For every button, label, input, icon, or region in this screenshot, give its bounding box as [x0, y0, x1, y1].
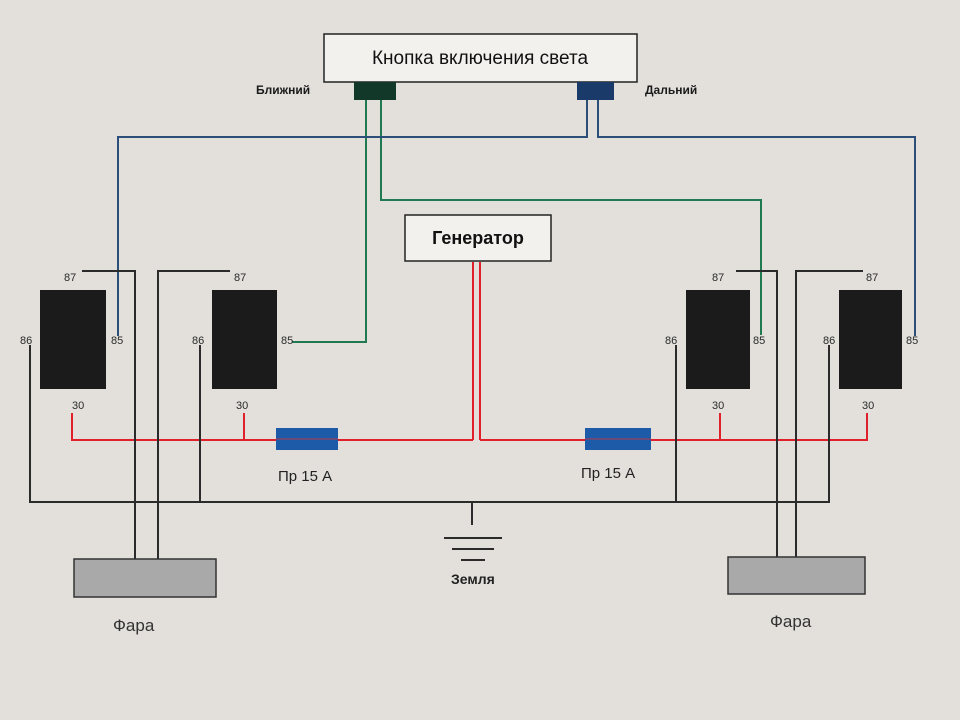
relay-2-pin-86: 86: [192, 335, 204, 347]
high-beam-label: Дальний: [645, 83, 697, 97]
ground-bus: [29, 345, 830, 503]
relay-1-pin-30: 30: [72, 400, 84, 412]
relay-1-pin-85: 85: [111, 335, 123, 347]
headlight-wire-relay-4: [795, 270, 863, 558]
relay-3: 87 86 85 30: [665, 272, 765, 412]
relay-3-body: [686, 290, 750, 389]
relay-1-body: [40, 290, 106, 389]
relay-2: 87 86 85 30: [192, 272, 293, 412]
power-wires: [71, 262, 868, 441]
relay-2-body: [212, 290, 277, 389]
low-beam-wires: [292, 98, 762, 343]
relay-1-pin-87: 87: [64, 272, 76, 284]
headlight-left-label: Фара: [113, 616, 155, 635]
low-beam-wire-to-relay-2: [292, 98, 367, 343]
high-beam-terminal: [577, 82, 614, 100]
relay-2-pin-85: 85: [281, 335, 293, 347]
ground-label: Земля: [451, 571, 495, 587]
headlight-right: Фара: [727, 556, 866, 631]
headlight-right-body: [727, 556, 866, 595]
low-beam-wire-to-relay-3: [380, 98, 762, 335]
relay-3-pin-86: 86: [665, 335, 677, 347]
relay-4-pin-85: 85: [906, 335, 918, 347]
light-switch-box: [323, 33, 638, 83]
headlight-right-label: Фара: [770, 612, 812, 631]
relay-4-pin-86: 86: [823, 335, 835, 347]
headlight-left: Фара: [73, 558, 217, 635]
headlight-wire-relay-1: [82, 270, 136, 560]
headlight-left-body: [73, 558, 217, 598]
fuse-right-label: Пр 15 А: [581, 465, 635, 482]
power-bus-right: [480, 413, 868, 441]
power-bus-left: [71, 413, 473, 441]
headlight-wire-relay-2: [157, 270, 230, 560]
relay-2-pin-30: 30: [236, 400, 248, 412]
fuse-left-label: Пр 15 А: [278, 468, 332, 485]
relay-2-pin-87: 87: [234, 272, 246, 284]
relay-1: 87 86 85 30: [20, 272, 123, 412]
relay-3-pin-30: 30: [712, 400, 724, 412]
headlight-wire-relay-3: [736, 270, 778, 558]
relay-3-pin-85: 85: [753, 335, 765, 347]
fuse-right: Пр 15 А: [581, 428, 651, 482]
relay-4-body: [839, 290, 902, 389]
high-beam-wire-to-relay-4: [597, 100, 916, 336]
light-switch: Кнопка включения света Ближний Дальний: [256, 33, 697, 100]
light-switch-title: Кнопка включения света: [372, 48, 588, 69]
generator-title: Генератор: [432, 228, 524, 248]
high-beam-wire-to-relay-1: [117, 100, 588, 336]
high-beam-wires: [117, 100, 916, 336]
generator: Генератор: [404, 214, 552, 262]
low-beam-terminal: [354, 82, 396, 100]
ground-wires: [29, 270, 863, 561]
relay-4: 87 86 85 30: [823, 272, 918, 412]
low-beam-label: Ближний: [256, 83, 310, 97]
relay-4-pin-30: 30: [862, 400, 874, 412]
generator-box: [404, 214, 552, 262]
relay-4-pin-87: 87: [866, 272, 878, 284]
relay-1-pin-86: 86: [20, 335, 32, 347]
fuse-left: Пр 15 А: [276, 428, 338, 485]
relay-3-pin-87: 87: [712, 272, 724, 284]
